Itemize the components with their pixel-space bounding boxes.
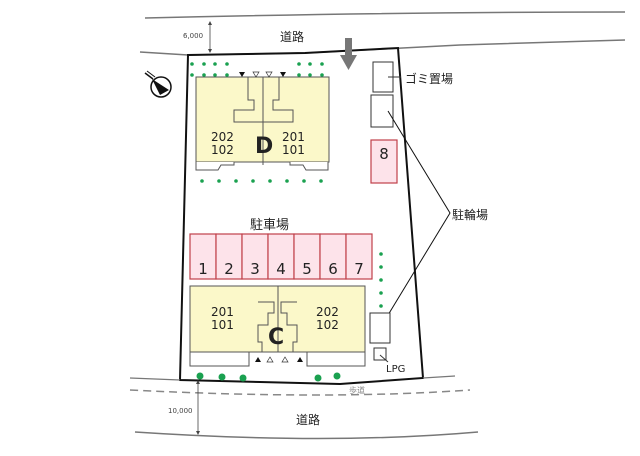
parking-space-8-label: 8: [379, 145, 389, 163]
north-road-width: 6,000: [183, 32, 204, 40]
building-c-name: C: [268, 325, 285, 350]
lpg-label: LPG: [386, 364, 406, 375]
south-road-width: 10,000: [168, 407, 193, 415]
sidewalk-line: [129, 389, 471, 396]
garbage-label: ゴミ置場: [405, 72, 454, 86]
parking-space-label: 7: [354, 260, 364, 278]
north-road-lot-edge: [139, 39, 626, 56]
parking-label: 駐車場: [250, 218, 290, 233]
entrance-arrow-icon: [340, 38, 357, 70]
bicycle-label: 駐輪場: [452, 208, 489, 222]
bicycle-shed-north: [370, 94, 394, 128]
parking-space-label: 6: [328, 260, 338, 278]
parking-space-8: [370, 139, 398, 184]
parking-space-label: 2: [224, 260, 234, 278]
north-compass-icon: [144, 70, 172, 98]
bicycle-shed-south: [369, 312, 391, 344]
north-road-edge: [144, 11, 626, 19]
south-road-label: 道路: [296, 413, 321, 427]
parking-space-label: 5: [302, 260, 312, 278]
parking-lot: [189, 233, 373, 280]
parking-space-label: 3: [250, 260, 260, 278]
shrubs-north: [190, 62, 324, 183]
sidewalk-label: 歩道: [349, 386, 365, 395]
building-d-name: D: [255, 134, 274, 159]
south-road-edge: [134, 431, 479, 440]
parking-space-label: 4: [276, 260, 286, 278]
parking-space-label: 1: [198, 260, 208, 278]
shrubs-south: [196, 372, 341, 382]
north-road-label: 道路: [280, 30, 305, 44]
lot-boundary: [178, 46, 425, 386]
